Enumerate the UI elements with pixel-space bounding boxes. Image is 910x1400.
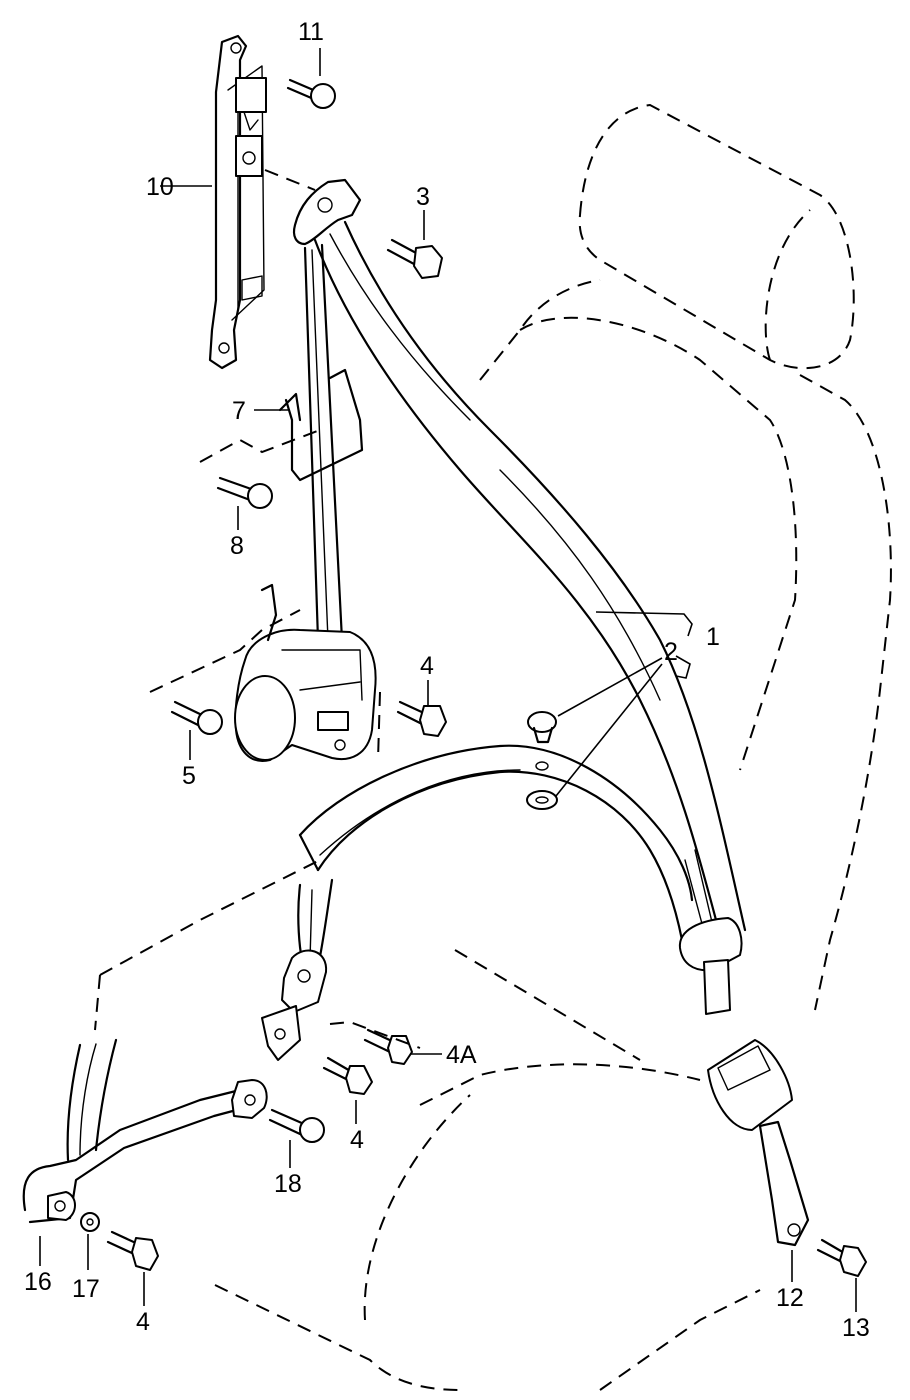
bolt-5 xyxy=(170,700,223,735)
bolt-8 xyxy=(216,476,273,509)
lower-anchor-bar xyxy=(22,1038,268,1232)
seat-outline xyxy=(94,103,892,1391)
callout-leaders xyxy=(39,48,857,1312)
callout-5: 5 xyxy=(182,762,196,790)
belt-retractor xyxy=(234,583,377,762)
callout-7: 7 xyxy=(232,397,246,425)
callout-12: 12 xyxy=(776,1284,804,1312)
callout-labels: 1 2 3 4 4A 4 4 5 7 8 10 11 12 13 16 17 1… xyxy=(24,18,870,1342)
seat-belt-buckle xyxy=(707,1039,810,1247)
bolts xyxy=(106,78,867,1277)
callout-10: 10 xyxy=(146,173,174,201)
bolt-11 xyxy=(286,78,336,109)
belt-stop-button xyxy=(526,711,558,810)
callout-4-middle: 4 xyxy=(350,1126,364,1154)
callout-8: 8 xyxy=(230,532,244,560)
bolt-4-bottom xyxy=(106,1230,159,1271)
callout-2: 2 xyxy=(664,638,678,666)
height-adjuster-rail xyxy=(208,34,267,370)
callout-16: 16 xyxy=(24,1268,52,1296)
callout-11: 11 xyxy=(298,18,324,46)
bolt-4-upper xyxy=(396,700,447,737)
callout-4a: 4A xyxy=(446,1041,477,1069)
callout-4-upper: 4 xyxy=(420,652,434,680)
callout-4-bottom: 4 xyxy=(136,1308,150,1336)
lap-belt xyxy=(261,744,743,1061)
bolt-13 xyxy=(816,1238,867,1277)
bolt-4-middle xyxy=(322,1056,373,1095)
vertical-belt-and-guide xyxy=(278,243,364,642)
dashed-leaders xyxy=(149,169,421,1049)
callout-18: 18 xyxy=(274,1170,302,1198)
bolt-3 xyxy=(386,238,443,279)
bolt-18 xyxy=(268,1108,325,1143)
callout-13: 13 xyxy=(842,1314,870,1342)
callout-3: 3 xyxy=(416,183,430,211)
callout-1: 1 xyxy=(706,623,720,651)
bolt-4a xyxy=(363,1028,413,1065)
callout-17: 17 xyxy=(72,1275,100,1303)
